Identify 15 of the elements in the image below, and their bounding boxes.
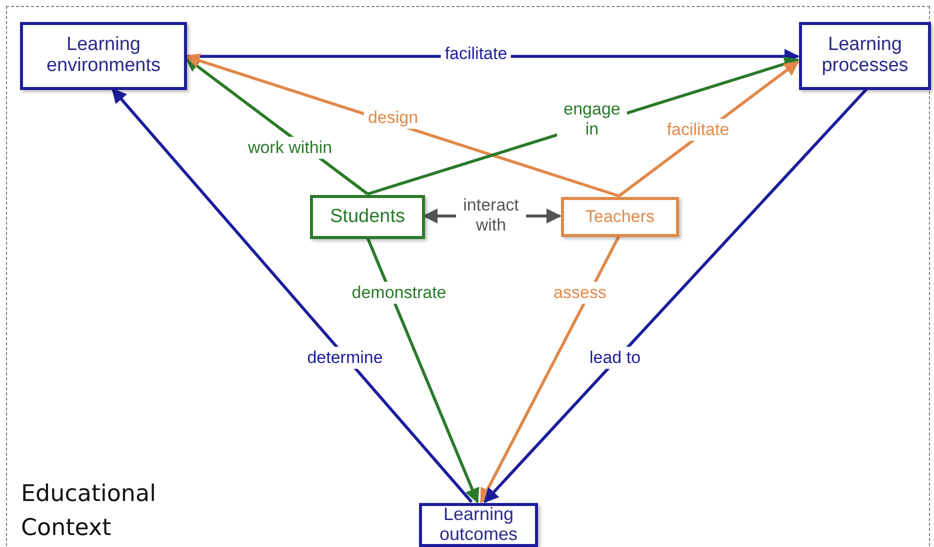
concept-box: Learning processes bbox=[799, 22, 931, 90]
arrow bbox=[484, 88, 868, 504]
arrow bbox=[111, 88, 473, 503]
context-label: Educational Context bbox=[21, 480, 157, 543]
arrow bbox=[366, 237, 480, 504]
concept-box: Students bbox=[310, 195, 425, 239]
concept-box: Teachers bbox=[561, 197, 679, 237]
arrow bbox=[618, 60, 800, 198]
arrow bbox=[480, 235, 620, 504]
arrow bbox=[184, 56, 369, 196]
arrow bbox=[422, 208, 562, 224]
arrow bbox=[184, 53, 620, 198]
concept-box: Learning environments bbox=[20, 22, 187, 90]
concept-box: Learning outcomes bbox=[419, 503, 538, 547]
arrow bbox=[367, 56, 800, 196]
